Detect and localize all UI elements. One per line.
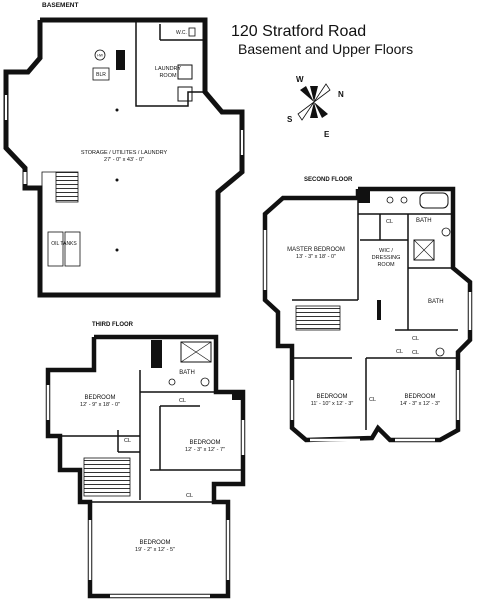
second-floor-heading: SECOND FLOOR	[304, 177, 353, 183]
address-title: 120 Stratford Road	[231, 23, 367, 40]
third-cl-b: CL	[124, 438, 131, 444]
second-cl-b: CL	[412, 336, 419, 342]
third-floor-heading: THIRD FLOOR	[92, 322, 134, 328]
toilet-icon	[200, 377, 210, 387]
second-bath-mid: BATH	[428, 299, 444, 305]
boiler-block	[116, 50, 125, 70]
third-cl-c: CL	[186, 493, 193, 499]
basement-wc-label: W.C.	[176, 30, 187, 36]
compass-rose	[297, 83, 331, 121]
oil-tanks-label: OIL TANKS	[51, 241, 77, 247]
column-post	[115, 108, 119, 112]
oil-tanks	[47, 231, 81, 267]
third-floor-partitions	[60, 370, 243, 503]
shower-icon	[180, 341, 212, 363]
second-cl-top: CL	[386, 219, 393, 225]
master-bedroom-dims: 13' - 3" x 18' - 0"	[296, 254, 336, 260]
chimney-block	[358, 189, 370, 203]
wic-label-line3: ROOM	[377, 262, 395, 268]
third-bedroom-a-dims: 12' - 9" x 18' - 0"	[80, 402, 120, 408]
compass-e: E	[324, 130, 330, 139]
basement-windows	[4, 95, 244, 184]
boiler-label: BLR	[96, 72, 106, 78]
master-bedroom-label: MASTER BEDROOM	[287, 247, 345, 253]
storage-label: STORAGE / UTILITES / LAUNDRY	[81, 150, 168, 156]
basement-window-lines	[4, 95, 244, 155]
boiler-icon	[92, 67, 110, 81]
wic-label-line1: WIC /	[379, 248, 393, 254]
second-bedroom-right-dims: 14' - 3" x 12' - 3"	[400, 401, 440, 407]
second-bedroom-left: BEDROOM	[316, 394, 347, 400]
laundry-room	[135, 20, 205, 107]
second-floor-windows	[263, 230, 472, 442]
second-bedroom-right: BEDROOM	[404, 394, 435, 400]
toilet-icon	[188, 27, 196, 37]
third-floor-windows	[46, 385, 245, 598]
third-bedroom-b: BEDROOM	[189, 440, 220, 446]
second-cl-d: CL	[369, 397, 376, 403]
toilet-icon	[435, 347, 445, 357]
laundry-label-line1: LAUNDRY	[155, 66, 182, 72]
second-floor-partitions	[292, 198, 458, 430]
storage-dims: 27' - 0" x 43' - 0"	[104, 157, 144, 163]
third-bath-label: BATH	[179, 370, 195, 376]
chimney-block	[151, 340, 162, 368]
chimney-block	[232, 392, 242, 400]
laundry-label-line2: ROOM	[159, 73, 177, 79]
compass-s: S	[287, 115, 293, 124]
second-floor-stairs	[295, 305, 341, 331]
third-bedroom-b-dims: 12' - 3" x 12' - 7"	[185, 447, 225, 453]
third-cl-a: CL	[179, 398, 186, 404]
plan-subtitle: Basement and Upper Floors	[238, 41, 414, 57]
sink-icon	[168, 378, 176, 386]
compass-n: N	[338, 90, 344, 99]
chimney-block	[377, 300, 381, 320]
bathtub-icon	[419, 192, 449, 209]
basement-heading: BASEMENT	[42, 2, 79, 9]
third-floor-stairs	[83, 457, 131, 497]
column-post	[115, 178, 119, 182]
third-floor-plan	[45, 334, 246, 599]
third-bedroom-a: BEDROOM	[84, 395, 115, 401]
water-heater-icon	[94, 49, 106, 61]
washer-icon	[177, 64, 193, 80]
basement-stairs	[41, 171, 79, 203]
second-bedroom-left-dims: 11' - 10" x 12' - 3"	[311, 401, 354, 407]
second-cl-a: CL	[396, 349, 403, 355]
second-bath-top: BATH	[416, 218, 432, 224]
dryer-icon	[177, 86, 193, 102]
third-bedroom-c: BEDROOM	[139, 540, 170, 546]
basement-plan	[3, 17, 245, 298]
sink-icon	[400, 196, 408, 204]
column-post	[115, 248, 119, 252]
third-bedroom-c-dims: 19' - 2" x 12' - 5"	[135, 547, 175, 553]
wic-label-line2: DRESSING	[372, 255, 401, 261]
sink-icon	[386, 196, 394, 204]
shower-icon	[413, 239, 435, 261]
second-cl-c: CL	[412, 350, 419, 356]
compass-w: W	[296, 75, 304, 84]
water-heater-label: HW	[97, 54, 104, 58]
toilet-icon	[441, 227, 451, 237]
